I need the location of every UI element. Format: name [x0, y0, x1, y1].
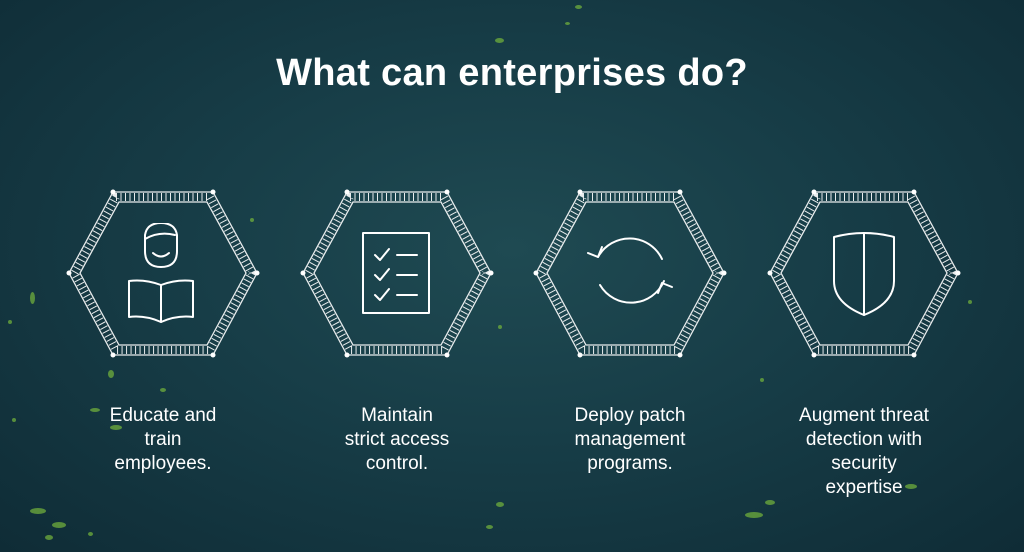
label-line: programs. — [587, 453, 673, 474]
label-line: Educate and — [109, 405, 217, 426]
speck — [486, 525, 493, 529]
speck — [12, 418, 16, 422]
label-line: control. — [365, 453, 429, 474]
label-line: detection with — [805, 429, 923, 450]
speck — [110, 425, 122, 430]
speck — [108, 370, 114, 378]
speck — [52, 522, 66, 528]
hexagon-frame — [297, 186, 497, 361]
refresh-cycle-icon — [580, 223, 680, 323]
speck — [88, 532, 93, 536]
speck — [496, 502, 504, 507]
label-line: Maintain — [361, 405, 433, 426]
speck — [8, 320, 12, 324]
speck — [250, 218, 254, 222]
item-label: Maintain strict access control. — [277, 404, 517, 476]
speck — [45, 535, 53, 540]
checklist-icon — [347, 223, 447, 323]
speck — [745, 512, 763, 518]
speck — [968, 300, 972, 304]
label-line: train — [144, 429, 182, 450]
item-label: Deploy patch management programs. — [510, 404, 750, 476]
label-line: expertise — [825, 477, 903, 498]
speck — [765, 500, 775, 505]
speck — [90, 408, 100, 412]
speck — [495, 38, 504, 43]
label-line: management — [574, 429, 686, 450]
speck — [498, 325, 502, 329]
speck — [30, 292, 35, 304]
speck — [575, 5, 582, 9]
label-line: strict access — [344, 429, 450, 450]
speck — [160, 388, 166, 392]
speck — [760, 378, 764, 382]
speck — [905, 484, 917, 489]
speck — [565, 22, 570, 25]
page-title: What can enterprises do? — [276, 52, 748, 94]
label-line: Deploy patch — [574, 405, 686, 426]
hexagon-frame — [530, 186, 730, 361]
shield-icon — [814, 223, 914, 323]
hexagon-frame — [764, 186, 964, 361]
item-label: Augment threat detection with security e… — [744, 404, 984, 500]
student-reading-icon — [113, 223, 213, 323]
speck — [30, 508, 46, 514]
label-line: security — [831, 453, 897, 474]
item-label: Educate and train employees. — [43, 404, 283, 476]
label-line: Augment threat — [799, 405, 929, 426]
hexagon-frame — [63, 186, 263, 361]
label-line: employees. — [114, 453, 212, 474]
